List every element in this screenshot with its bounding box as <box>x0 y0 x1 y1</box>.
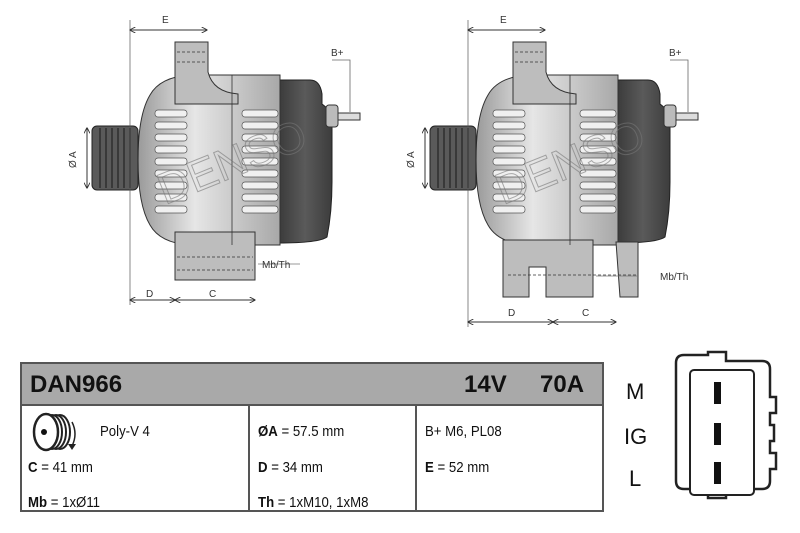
mb-th-label: Mb/Th <box>262 260 290 271</box>
cooling-slot <box>579 133 617 142</box>
spec-a-value: = 57.5 mm <box>277 423 345 440</box>
cooling-slot <box>241 181 279 190</box>
cooling-slot <box>241 169 279 178</box>
cooling-slot <box>492 121 526 130</box>
spec-c-key: C <box>28 459 38 476</box>
cooling-slot <box>154 157 188 166</box>
b-plus-leader <box>332 59 351 112</box>
cooling-slot <box>579 145 617 154</box>
spec-a: ØA = 57.5 mm <box>258 423 344 440</box>
b-plus-terminal <box>325 104 339 128</box>
cooling-slot <box>241 157 279 166</box>
cooling-slot <box>241 205 279 214</box>
cooling-slot <box>154 133 188 142</box>
cooling-slot <box>492 157 526 166</box>
pulley <box>429 125 477 191</box>
cooling-slot <box>579 193 617 202</box>
cooling-slot <box>154 121 188 130</box>
cooling-slot <box>241 145 279 154</box>
cooling-slot <box>579 109 617 118</box>
spec-column-1: Poly-V 4 C = 41 mm Mb = 1xØ11 <box>22 404 250 511</box>
cooling-slot <box>154 205 188 214</box>
dim-d-label: D <box>508 308 515 319</box>
spec-th-value: = 1xM10, 1xM8 <box>274 494 369 511</box>
voltage: 14V <box>464 371 507 398</box>
cooling-slot <box>241 121 279 130</box>
cooling-slot <box>241 109 279 118</box>
cooling-slot <box>579 121 617 130</box>
cooling-slot <box>241 193 279 202</box>
cooling-slot <box>492 193 526 202</box>
dim-a-label: Ø A <box>406 151 417 168</box>
alternator-drawings: DENSO DENSO E D C Ø A B+ Mb/Th E D C Ø A… <box>68 15 699 327</box>
spec-d-value: = 34 mm <box>267 459 323 476</box>
spec-a-key: ØA <box>258 423 278 440</box>
cooling-slot <box>492 205 526 214</box>
cooling-slot <box>154 109 188 118</box>
cooling-slot <box>154 169 188 178</box>
connector-plug-icon <box>674 350 778 500</box>
spec-column-2: ØA = 57.5 mm D = 34 mm Th = 1xM10, 1xM8 <box>250 404 417 511</box>
dim-a-label: Ø A <box>68 151 79 168</box>
spec-c-value: = 41 mm <box>37 459 93 476</box>
dim-e-label: E <box>162 15 169 26</box>
cooling-slot <box>579 157 617 166</box>
spec-e: E = 52 mm <box>425 459 489 476</box>
model-number: DAN966 <box>30 371 123 398</box>
rear-bracket <box>615 241 639 298</box>
b-plus-stud <box>675 112 699 121</box>
bottom-mount <box>174 231 256 281</box>
cooling-slot <box>579 205 617 214</box>
cooling-slot <box>154 145 188 154</box>
dim-c-label: C <box>209 289 216 300</box>
rear-cover <box>277 79 333 244</box>
pin-label-l: L <box>629 466 642 491</box>
spec-e-key: E <box>425 459 434 476</box>
dim-e-label: E <box>500 15 507 26</box>
spec-d-key: D <box>258 459 268 476</box>
pulley-type: Poly-V 4 <box>100 423 150 440</box>
cooling-slot <box>492 169 526 178</box>
spec-mb: Mb = 1xØ11 <box>28 494 100 511</box>
spec-e-value: = 52 mm <box>433 459 490 476</box>
top-mount-ear <box>512 41 577 105</box>
cooling-slot <box>492 145 526 154</box>
spec-c: C = 41 mm <box>28 459 93 476</box>
alternator-view-right: DENSO <box>425 20 699 327</box>
b-plus-label: B+ <box>669 48 682 59</box>
b-plus-label: B+ <box>331 48 344 59</box>
cooling-slot <box>492 133 526 142</box>
pulley-icon <box>32 412 76 452</box>
spec-th: Th = 1xM10, 1xM8 <box>258 494 368 511</box>
current-rating: 70A <box>540 371 585 398</box>
cooling-slot <box>579 169 617 178</box>
spec-mb-key: Mb <box>28 494 48 511</box>
spec-b-plus: B+ M6, PL08 <box>425 423 502 440</box>
spec-d: D = 34 mm <box>258 459 323 476</box>
mb-th-label: Mb/Th <box>660 272 688 283</box>
b-plus-leader <box>670 59 689 112</box>
spec-mb-value: = 1xØ11 <box>47 494 101 511</box>
cooling-slot <box>154 181 188 190</box>
cooling-slot <box>579 181 617 190</box>
dim-d-label: D <box>146 289 153 300</box>
top-mount-ear <box>174 41 239 105</box>
spec-table: DAN966 14V 70A Poly-V 4 C = 41 mm Mb = 1… <box>20 362 604 512</box>
b-plus-stud <box>337 112 361 121</box>
alternator-view-left: DENSO <box>87 20 361 305</box>
b-plus-terminal <box>663 104 677 128</box>
dim-c-label: C <box>582 308 589 319</box>
spec-header: DAN966 14V 70A <box>22 364 602 406</box>
cooling-slot <box>492 109 526 118</box>
pin-label-ig: IG <box>624 424 648 449</box>
spec-th-key: Th <box>258 494 275 511</box>
cooling-slot <box>492 181 526 190</box>
cooling-slot <box>241 133 279 142</box>
rear-cover <box>615 79 671 244</box>
spec-column-3: B+ M6, PL08 E = 52 mm <box>417 404 602 510</box>
pin-label-m: M <box>626 379 645 404</box>
cooling-slot <box>154 193 188 202</box>
pulley <box>91 125 139 191</box>
bottom-mount <box>502 239 594 298</box>
